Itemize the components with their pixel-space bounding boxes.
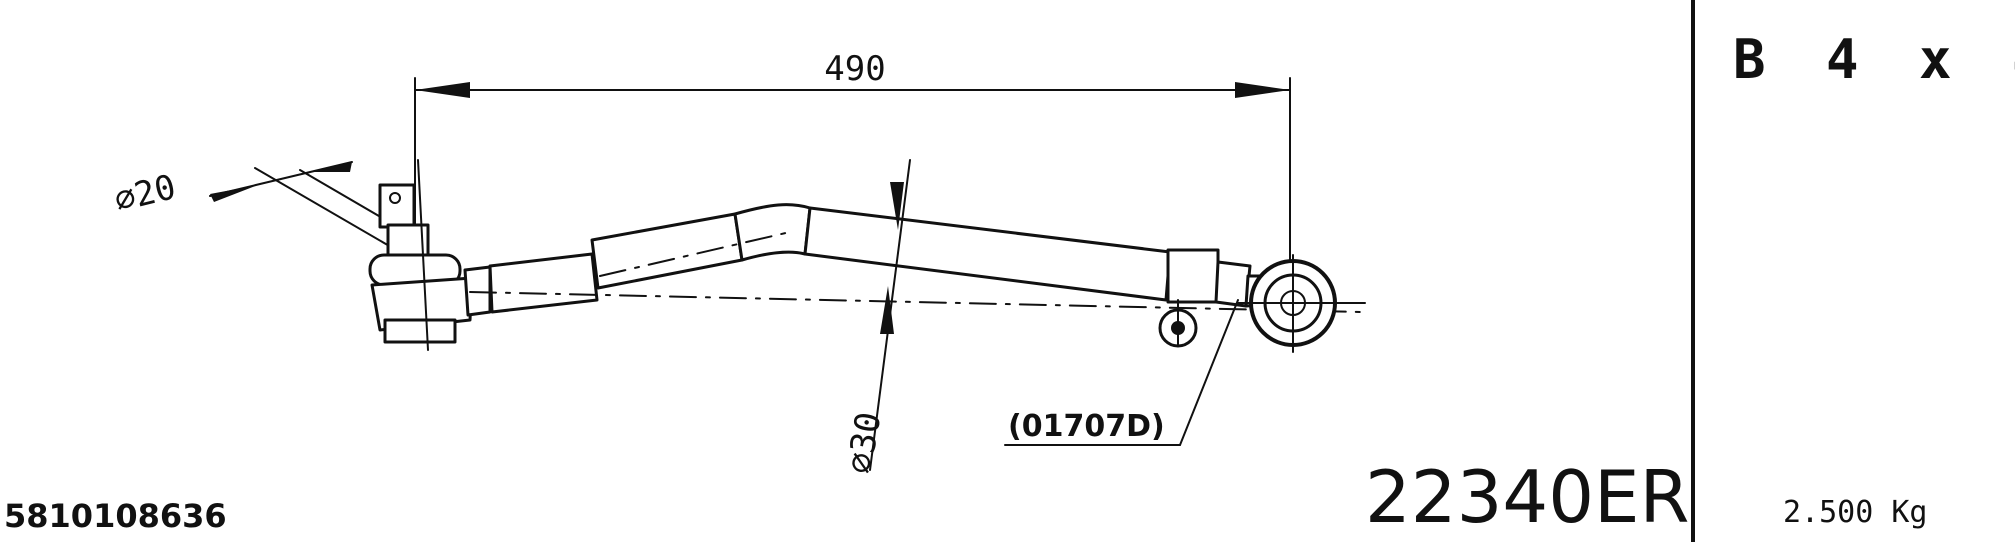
- diameter-30-arrow-top: [890, 182, 904, 230]
- joint-axis: [417, 159, 429, 351]
- tie-rod-tube: [463, 203, 1361, 317]
- length-dimension-label: 490: [824, 49, 885, 89]
- oe-number: 5810108636: [4, 497, 227, 535]
- diameter-20-arrow-a: [210, 185, 258, 202]
- diameter-20-arrow-b: [307, 162, 352, 172]
- diameter-20-dimension: ⌀20: [111, 161, 421, 259]
- rod-clamp: [1158, 248, 1252, 348]
- diameter-30-arrow-bottom: [880, 286, 894, 334]
- right-eye-end: [1237, 254, 1366, 353]
- arrowhead-left: [415, 82, 470, 98]
- vehicle-code: B 4 x 4: [1733, 28, 2015, 91]
- part-number: 22340ER: [1365, 455, 1690, 539]
- left-thread-section: [488, 252, 599, 314]
- left-ball-joint: [368, 159, 474, 351]
- tube-centerline-left: [599, 231, 791, 277]
- tube-left-section: [590, 212, 744, 290]
- stud-top: [378, 183, 416, 229]
- diameter-30-dimension: ⌀30: [839, 159, 911, 477]
- joint-housing: [370, 276, 474, 332]
- tube-right-section: [803, 206, 1172, 302]
- arrowhead-right: [1235, 82, 1290, 98]
- weight-value: 2.500 Kg: [1783, 495, 1928, 530]
- stud-hole: [389, 192, 401, 204]
- joint-nut: [383, 318, 457, 344]
- reference-code-label: (01707D): [1008, 409, 1165, 444]
- clamp-body: [1166, 248, 1220, 304]
- reference-leader: [1179, 299, 1239, 446]
- clamp-sleeve: [1214, 260, 1252, 308]
- diameter-20-label: ⌀20: [111, 167, 180, 221]
- reference-callout: (01707D): [1004, 299, 1239, 446]
- diameter-30-label: ⌀30: [839, 409, 889, 476]
- left-thread-collar: [463, 265, 492, 317]
- length-dimension: 490: [414, 49, 1291, 331]
- tube-bend: [733, 203, 812, 262]
- diameter-20-extension-lower: [254, 167, 411, 259]
